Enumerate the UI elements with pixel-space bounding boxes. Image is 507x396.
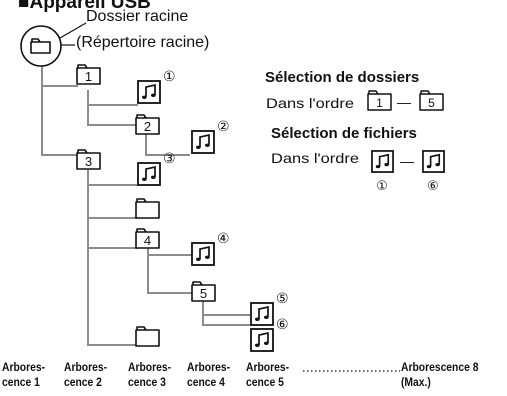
file-3-number: ③ [163,151,176,167]
folder-selection-legend: Sélection de dossiers Dans l'ordre 1 — 5 [265,69,444,111]
level-5-label: Arbores-cence 5 [246,360,290,389]
legend-file-last-number: ⑥ [427,179,439,194]
folder-4-icon: 4 [135,228,160,249]
level-1-label: Arbores-cence 1 [2,360,46,389]
legend-folder-last-icon [419,90,444,111]
level-4-label: Arbores-cence 4 [187,360,231,389]
legend-folder-first-label: 1 [376,96,383,110]
legend-file-dash: — [400,153,414,169]
file-5-number: ⑤ [276,291,289,307]
folder-5-icon: 5 [191,281,216,302]
legend-file-first-number: ① [376,179,388,194]
file-selection-legend: Sélection de fichiers Dans l'ordre [271,125,417,166]
legend-folder-dash: — [397,94,411,110]
music-file-3-icon [137,162,161,186]
folder-selection-title: Sélection de dossiers [265,69,419,86]
legend-file-first-icon [371,150,394,173]
legend-folder-first-icon [367,90,392,111]
music-file-5-icon [250,302,274,326]
folder-5-label: 5 [200,286,207,301]
legend-file-last-icon [422,150,445,173]
folder-2-icon: 2 [135,114,160,135]
folder-3-label: 3 [85,154,92,169]
level-8-label: Arborescence 8(Max.) [401,360,479,389]
folder-3-icon: 3 [76,149,101,170]
empty-folder-bottom-icon [135,326,160,347]
level-2-label: Arbores-cence 2 [64,360,108,389]
empty-folder-icon [135,198,160,219]
music-file-6-icon [250,328,274,352]
file-6-number: ⑥ [276,317,289,333]
folder-4-label: 4 [144,233,151,248]
page-title: ■Appareil USB [18,0,151,13]
root-folder-icon [20,22,87,67]
file-4-number: ④ [217,231,230,247]
folder-1-label: 1 [85,69,92,84]
music-file-1-icon [137,80,161,104]
file-2-number: ② [217,119,230,135]
level-3-label: Arbores-cence 3 [128,360,172,389]
music-file-4-icon [191,242,215,266]
file-1-number: ① [163,69,176,85]
music-file-2-icon [191,130,215,154]
folder-2-label: 2 [144,119,151,134]
file-selection-order: Dans l'ordre [271,150,359,166]
legend-folder-last-label: 5 [428,96,435,110]
file-selection-title: Sélection de fichiers [271,125,417,142]
folder-selection-order: Dans l'ordre [266,95,354,111]
root-directory-label: (Répertoire racine) [76,34,210,51]
root-folder-label: Dossier racine [86,8,189,25]
tree-connectors [41,66,252,346]
folder-1-icon: 1 [76,64,101,85]
